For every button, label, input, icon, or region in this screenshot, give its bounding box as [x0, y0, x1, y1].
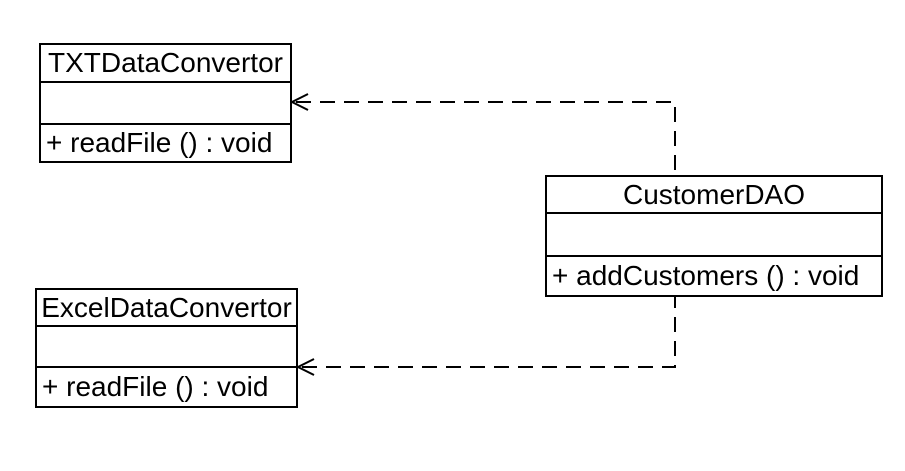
dependency-arrow-customerdao-to-txtdataconvertor: [289, 93, 676, 175]
open-arrowhead-icon: [289, 93, 309, 111]
class-name: CustomerDAO: [547, 177, 881, 214]
open-arrowhead-icon: [295, 358, 315, 376]
class-name: ExcelDataConvertor: [37, 290, 296, 327]
class-box-customerdao: CustomerDAO + addCustomers () : void: [545, 175, 883, 297]
attributes-compartment: [37, 327, 296, 368]
class-box-txtdataconvertor: TXTDataConvertor + readFile () : void: [39, 43, 292, 163]
method-label: + addCustomers () : void: [552, 260, 860, 291]
dependency-arrow-customerdao-to-exceldataconvertor: [295, 297, 676, 376]
method-label: + readFile () : void: [46, 127, 273, 158]
method-label: + readFile () : void: [42, 371, 269, 402]
class-name: TXTDataConvertor: [41, 45, 290, 83]
attributes-compartment: [41, 83, 290, 125]
class-box-exceldataconvertor: ExcelDataConvertor + readFile () : void: [35, 288, 298, 408]
attributes-compartment: [547, 214, 881, 257]
